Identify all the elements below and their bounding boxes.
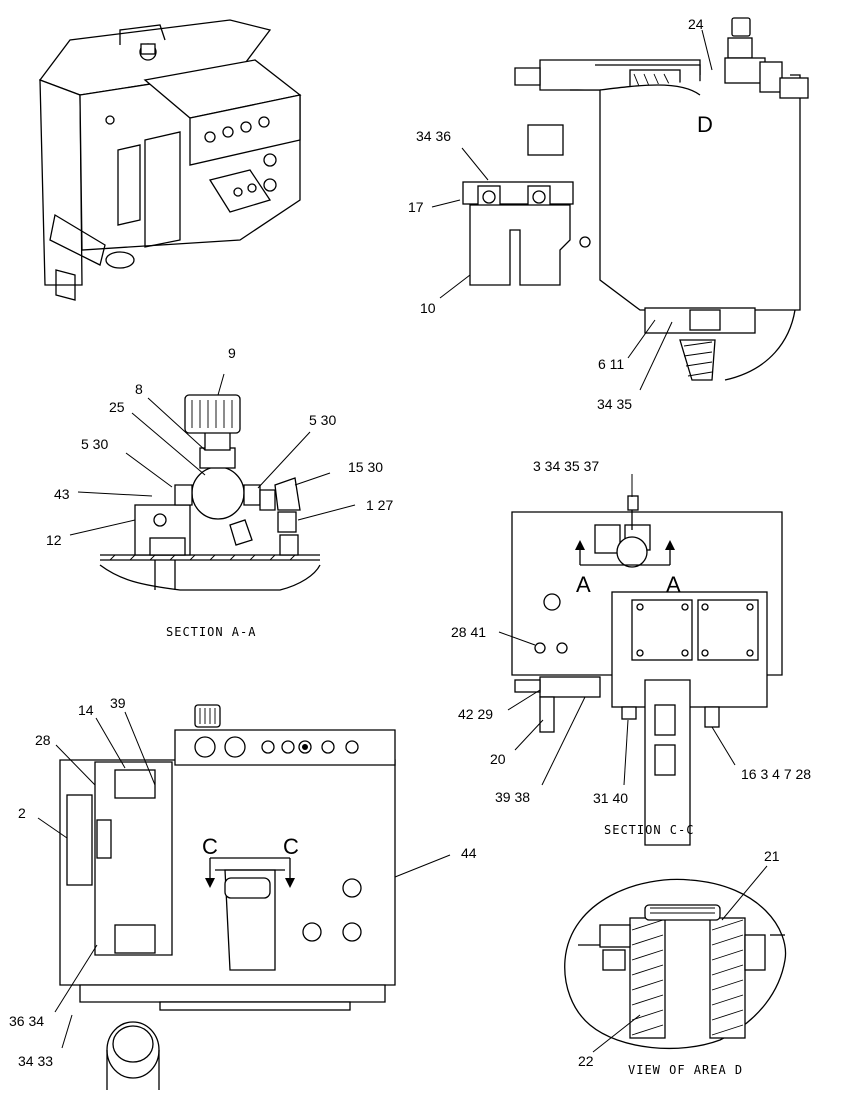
callout-15-30: 15 30 bbox=[348, 459, 383, 475]
caption-view-area-d: VIEW OF AREA D bbox=[628, 1063, 743, 1077]
callout-5-30-right: 5 30 bbox=[309, 412, 336, 428]
callout-14: 14 bbox=[78, 702, 94, 718]
callout-34-36-top: 34 36 bbox=[416, 128, 451, 144]
leader-lines bbox=[37, 29, 768, 1053]
section-aa-view bbox=[99, 394, 321, 591]
callout-34-35: 34 35 bbox=[597, 396, 632, 412]
side-view-with-area-d bbox=[462, 17, 809, 381]
marker-c-right: C bbox=[283, 834, 299, 859]
callout-34-33: 34 33 bbox=[18, 1053, 53, 1069]
callout-21: 21 bbox=[764, 848, 780, 864]
callout-8: 8 bbox=[135, 381, 143, 397]
callout-31-40: 31 40 bbox=[593, 790, 628, 806]
callout-28-bottom: 28 bbox=[35, 732, 51, 748]
caption-section-cc: SECTION C-C bbox=[604, 823, 694, 837]
callout-39-38: 39 38 bbox=[495, 789, 530, 805]
callout-39-bottom: 39 bbox=[110, 695, 126, 711]
marker-c-left: C bbox=[202, 834, 218, 859]
callout-5-30-left: 5 30 bbox=[81, 436, 108, 452]
callout-labels: 24 34 36 17 10 6 11 34 35 9 8 25 5 30 5 … bbox=[9, 16, 811, 1069]
callout-17: 17 bbox=[408, 199, 424, 215]
caption-section-aa: SECTION A-A bbox=[166, 625, 256, 639]
callout-24: 24 bbox=[688, 16, 704, 32]
callout-22: 22 bbox=[578, 1053, 594, 1069]
callout-3-34-35-37: 3 34 35 37 bbox=[533, 458, 599, 474]
section-cc-view bbox=[511, 495, 783, 846]
area-d-detail-view bbox=[564, 878, 787, 1049]
section-captions: SECTION A-A SECTION C-C VIEW OF AREA D bbox=[166, 625, 743, 1077]
callout-9: 9 bbox=[228, 345, 236, 361]
callout-36-34: 36 34 bbox=[9, 1013, 44, 1029]
callout-10: 10 bbox=[420, 300, 436, 316]
callout-2: 2 bbox=[18, 805, 26, 821]
marker-a-left: A bbox=[576, 572, 591, 597]
marker-a-right: A bbox=[666, 572, 681, 597]
callout-20: 20 bbox=[490, 751, 506, 767]
callout-12: 12 bbox=[46, 532, 62, 548]
callout-16-3-4-7-28: 16 3 4 7 28 bbox=[741, 766, 811, 782]
view-markers: D A A C C bbox=[202, 112, 713, 859]
front-view-assembly bbox=[59, 704, 396, 1090]
callout-1-27: 1 27 bbox=[366, 497, 393, 513]
callout-6-11: 6 11 bbox=[598, 356, 624, 372]
callout-42-29: 42 29 bbox=[458, 706, 493, 722]
callout-25: 25 bbox=[109, 399, 125, 415]
callout-44: 44 bbox=[461, 845, 477, 861]
callout-28-41: 28 41 bbox=[451, 624, 486, 640]
isometric-assembly-view bbox=[38, 19, 302, 301]
callout-43: 43 bbox=[54, 486, 70, 502]
marker-d: D bbox=[697, 112, 713, 137]
